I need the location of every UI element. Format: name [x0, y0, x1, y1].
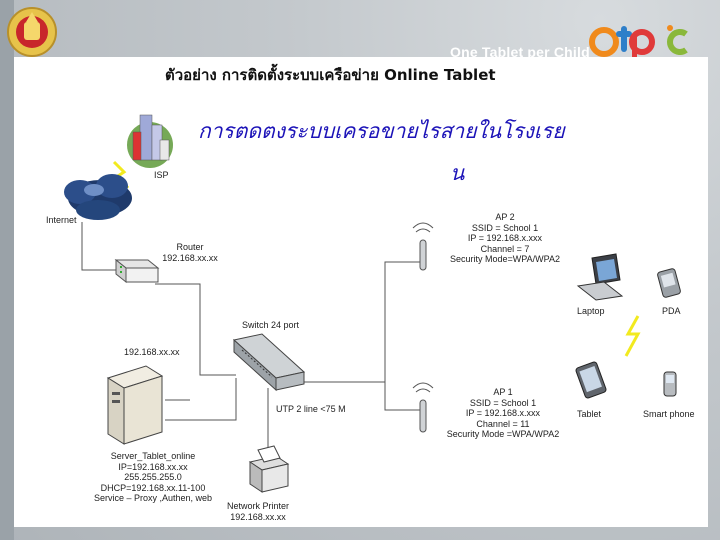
ap2-security: Security Mode=WPA/WPA2	[446, 254, 564, 265]
server-details: Server_Tablet_online IP=192.168.xx.xx 25…	[88, 451, 218, 504]
tablet-icon	[575, 361, 607, 399]
isp-icon	[127, 115, 173, 168]
printer-name: Network Printer	[222, 501, 294, 512]
laptop-icon	[578, 254, 622, 300]
ap1-details: AP 1 SSID = School 1 IP = 192.168.x.xxx …	[444, 387, 562, 440]
router-name: Router	[150, 242, 230, 253]
wireless-lightning-icon	[626, 316, 638, 356]
server-ip-top: 192.168.xx.xx	[124, 347, 180, 358]
ap2-details: AP 2 SSID = School 1 IP = 192.168.x.xxx …	[446, 212, 564, 265]
router-label: Router 192.168.xx.xx	[150, 242, 230, 263]
server-dhcp: DHCP=192.168.xx.11-100	[88, 483, 218, 494]
access-point-2-icon	[413, 223, 433, 270]
switch-label: Switch 24 port	[242, 320, 299, 331]
ap1-channel: Channel = 11	[444, 419, 562, 430]
wire-server-switch	[165, 378, 236, 420]
server-mask: 255.255.255.0	[88, 472, 218, 483]
switch-icon	[234, 334, 304, 390]
ap1-ip: IP = 192.168.x.xxx	[444, 408, 562, 419]
ap2-ip: IP = 192.168.x.xxx	[446, 233, 564, 244]
link-label: UTP 2 line <75 M	[276, 404, 346, 415]
pda-icon	[657, 268, 681, 298]
access-point-1-icon	[413, 383, 433, 432]
ap2-ssid: SSID = School 1	[446, 223, 564, 234]
server-services: Service – Proxy ,Authen, web	[88, 493, 218, 504]
router-ip: 192.168.xx.xx	[150, 253, 230, 264]
pda-label: PDA	[662, 306, 681, 317]
server-ip: IP=192.168.xx.xx	[88, 462, 218, 473]
laptop-label: Laptop	[577, 306, 605, 317]
server-name: Server_Tablet_online	[88, 451, 218, 462]
wire-internet-router	[82, 222, 120, 270]
router-icon	[116, 260, 158, 282]
internet-label: Internet	[46, 215, 77, 226]
internet-cloud-icon	[64, 174, 132, 220]
printer-icon	[250, 446, 288, 492]
wire-switch-ap2	[385, 262, 422, 382]
ap2-name: AP 2	[446, 212, 564, 223]
printer-ip: 192.168.xx.xx	[222, 512, 294, 523]
ap2-channel: Channel = 7	[446, 244, 564, 255]
wire-router-switch	[155, 284, 236, 375]
server-icon	[108, 366, 162, 444]
smartphone-label: Smart phone	[643, 409, 695, 420]
ap1-name: AP 1	[444, 387, 562, 398]
smartphone-icon	[664, 372, 676, 396]
tablet-label: Tablet	[577, 409, 601, 420]
printer-label: Network Printer 192.168.xx.xx	[222, 501, 294, 522]
ap1-ssid: SSID = School 1	[444, 398, 562, 409]
isp-label: ISP	[154, 170, 169, 181]
ap1-security: Security Mode =WPA/WPA2	[444, 429, 562, 440]
